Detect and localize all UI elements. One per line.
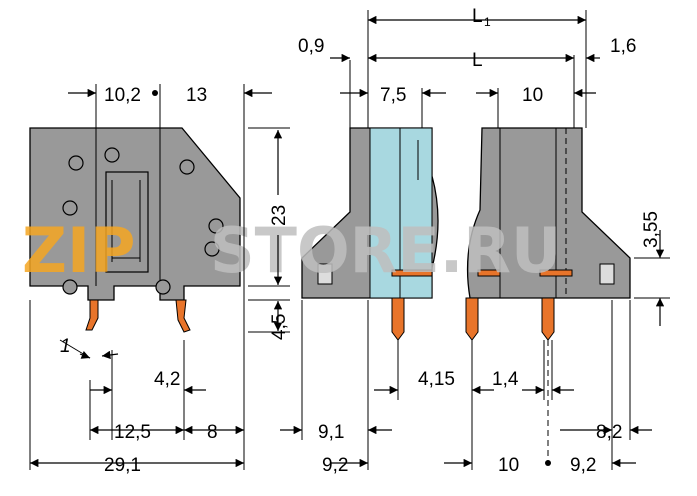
dim-8-2: 8,2	[596, 422, 622, 443]
side-view-pin	[175, 299, 191, 333]
side-view-hole	[204, 241, 220, 257]
dim-0-9: 0,9	[298, 36, 324, 57]
dim-10-bottom: 10	[498, 455, 519, 476]
watermark: ZIP STORE.RU	[22, 214, 561, 287]
front-view-pin	[391, 297, 405, 341]
dim-4-15: 4,15	[418, 369, 455, 390]
dim-4-2: 4,2	[154, 369, 180, 390]
dim-4-5: 4,5	[269, 314, 290, 340]
side-view-pin	[85, 299, 99, 331]
side-view-hole	[104, 147, 120, 163]
front-view-latch	[317, 263, 333, 285]
front-view-pin-horizontal	[539, 269, 573, 277]
watermark-left-text: ZIP	[22, 214, 135, 287]
dim-9-2-right: 9,2	[570, 455, 596, 476]
side-view-hole	[68, 155, 84, 171]
side-view-hole	[155, 279, 171, 295]
dim-L1-subscript: 1	[484, 15, 491, 29]
front-view-pin-horizontal	[477, 269, 501, 277]
dim-9-1: 9,1	[318, 422, 344, 443]
dim-1-4: 1,4	[492, 369, 519, 390]
dim-L1: L	[472, 6, 483, 27]
front-view-right	[465, 127, 631, 341]
front-view-latch	[599, 263, 615, 285]
side-view-hole	[62, 279, 78, 295]
dim-13: 13	[186, 85, 207, 106]
dim-1: 1	[60, 336, 71, 357]
dim-7-5: 7,5	[380, 85, 406, 106]
front-view-pin	[465, 297, 479, 341]
front-view-pin	[541, 297, 555, 341]
side-view-hole	[62, 200, 78, 216]
side-view	[29, 127, 241, 333]
dim-3-55: 3,55	[641, 211, 662, 248]
watermark-right-text: STORE.RU	[210, 214, 561, 287]
dim-L: L	[472, 50, 483, 71]
dim-23: 23	[269, 205, 290, 226]
dim-12-5: 12,5	[114, 422, 151, 443]
dim-1-6: 1,6	[610, 36, 636, 57]
dim-10-top: 10	[522, 85, 543, 106]
front-view-left	[301, 127, 439, 341]
side-view-slot	[105, 171, 149, 273]
side-view-hole	[208, 218, 224, 234]
front-view-right-body	[466, 127, 631, 299]
dimension-labels: 10,2 13 23 4,5 1 4,2 12,5 8 29,1 0,9 L 1…	[60, 6, 662, 476]
dim-29-1: 29,1	[104, 455, 141, 476]
dim-9-2-left: 9,2	[322, 455, 348, 476]
dimension-lines	[29, 10, 670, 470]
dim-8: 8	[207, 422, 218, 443]
front-view-pin-horizontal	[391, 269, 433, 277]
side-view-hole	[179, 159, 195, 175]
dim-10-2: 10,2	[104, 85, 141, 106]
